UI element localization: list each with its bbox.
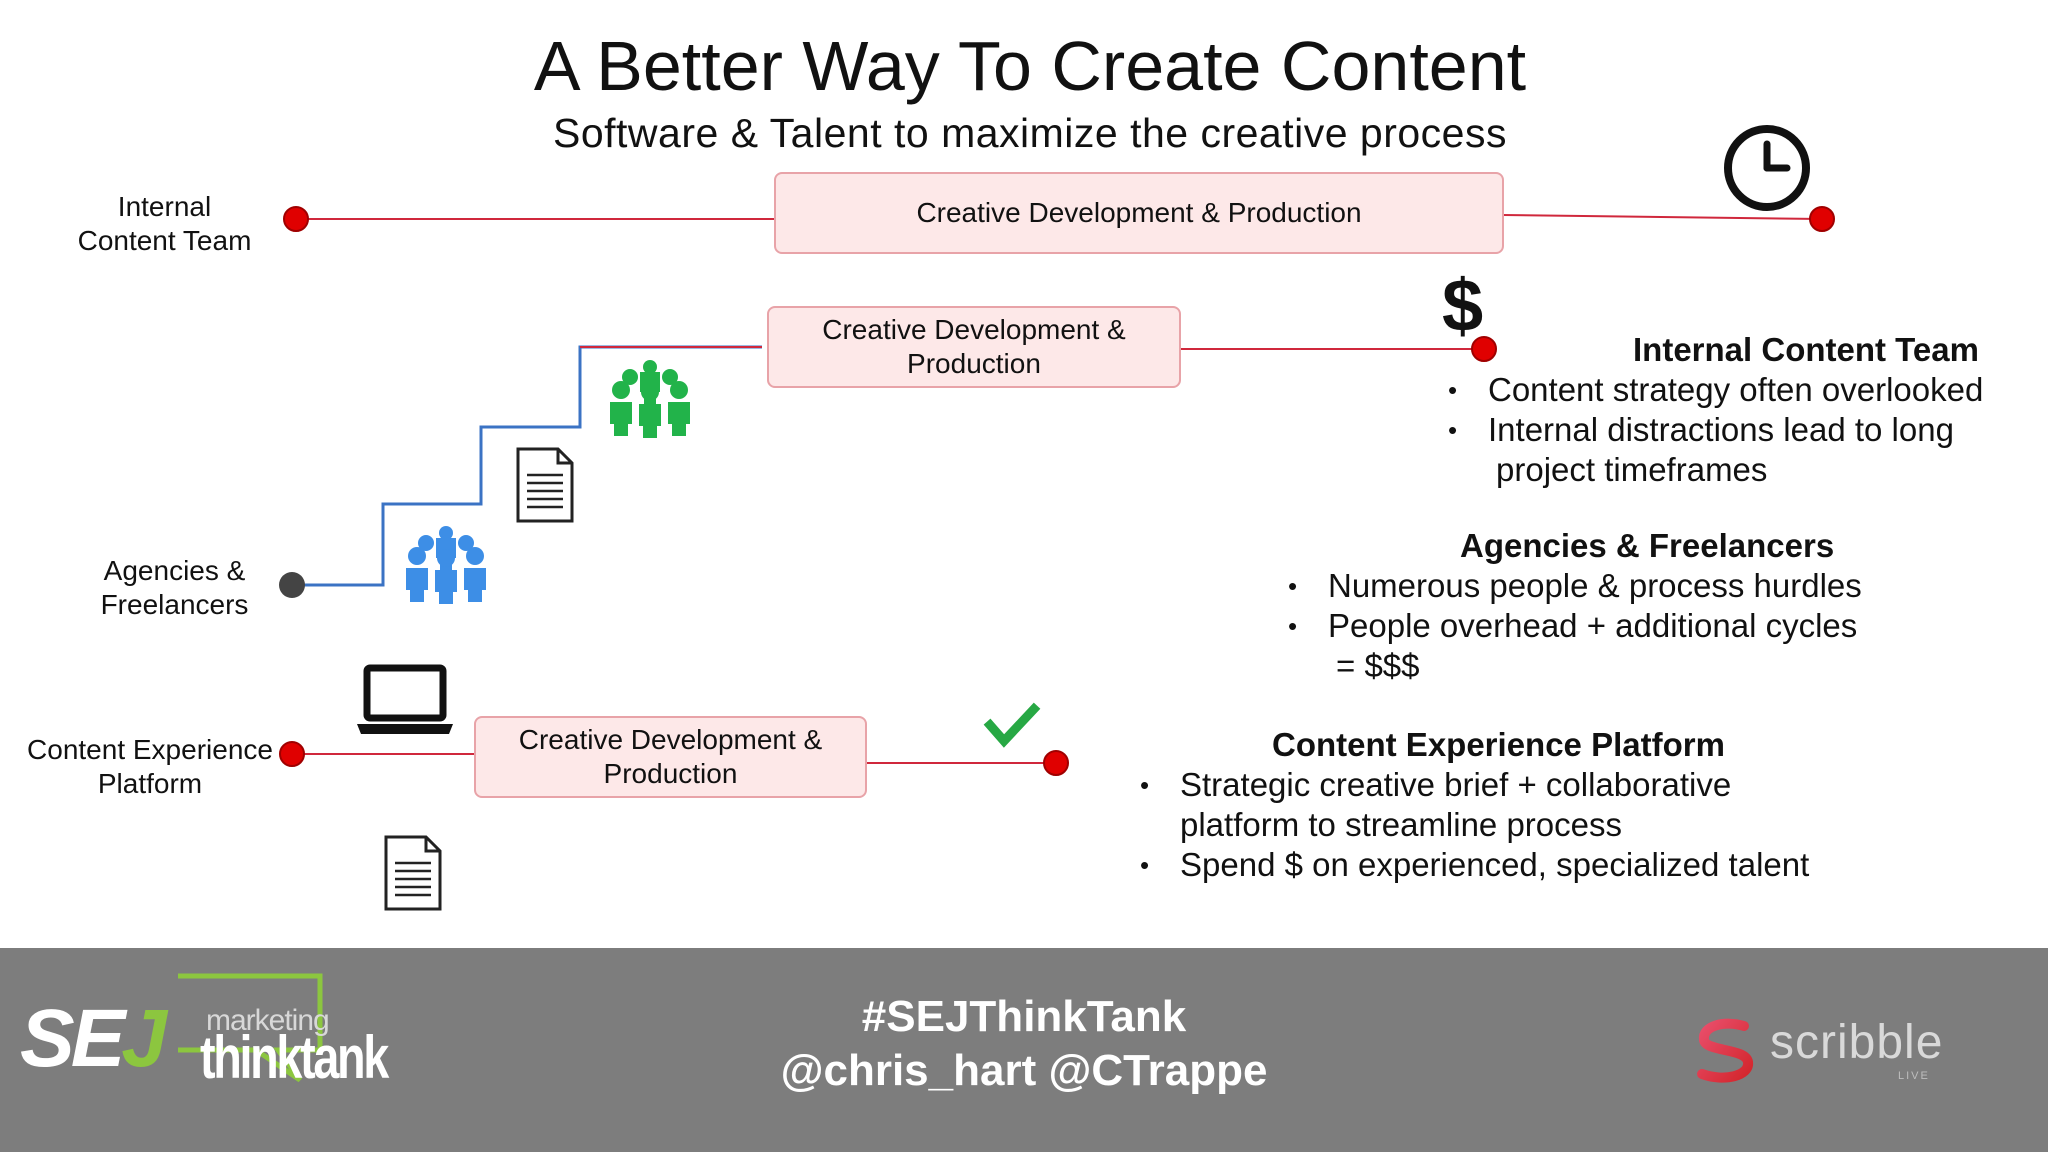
document-icon (516, 447, 574, 523)
scribble-wordmark: scribble (1770, 1016, 1944, 1069)
row-label-internal: Internal Content Team (77, 191, 252, 256)
panel-agencies: Agencies & Freelancers Numerous people &… (1288, 526, 1908, 686)
internal-end-dot (1809, 206, 1835, 232)
internal-start-dot (283, 206, 309, 232)
process-box-internal: Creative Development & Production (774, 172, 1504, 254)
footer-handles: @chris_hart @CTrappe (780, 1046, 1268, 1095)
panel-platform-bullet: Spend $ on experienced, specialized tale… (1140, 845, 1840, 885)
agencies-start-dot (279, 572, 305, 598)
process-box-agencies: Creative Development & Production (767, 306, 1181, 388)
row-label-agencies: Agencies & Freelancers (100, 555, 249, 620)
footer-hashtag: #SEJThinkTank (861, 992, 1187, 1041)
document-icon (384, 835, 442, 911)
laptop-icon (357, 664, 453, 734)
agencies-end-dot (1471, 336, 1497, 362)
thinktank-speech-bubble (178, 973, 323, 1083)
panel-platform: Content Experience Platform Strategic cr… (1140, 725, 1840, 885)
panel-agencies-bullet: People overhead + additional cycles = $$… (1288, 606, 1908, 686)
sej-logo: SEJ (20, 993, 167, 1084)
process-box-platform: Creative Development & Production (474, 716, 867, 798)
panel-internal: Internal Content Team Content strategy o… (1448, 330, 2008, 490)
panel-agencies-bullet: Numerous people & process hurdles (1288, 566, 1908, 606)
slide-subtitle: Software & Talent to maximize the creati… (553, 110, 1507, 156)
agencies-step-path (292, 345, 762, 587)
thinktank-marketing-text: marketing (206, 1004, 330, 1037)
panel-internal-bullet: Content strategy often overlooked (1448, 370, 2008, 410)
footer-bar: SEJ marketing thinktank #SEJThinkTank @c… (0, 948, 2048, 1152)
internal-timeline-right (1502, 214, 1823, 220)
panel-agencies-heading: Agencies & Freelancers (1460, 527, 1835, 564)
people-group-green-icon (610, 360, 690, 438)
thinktank-wordmark: thinktank (200, 1024, 389, 1091)
panel-platform-heading: Content Experience Platform (1272, 726, 1725, 763)
scribble-live-text: LIVE (1898, 1070, 1930, 1082)
scribble-s-icon (1697, 1018, 1753, 1083)
row-label-platform: Content Experience Platform (27, 734, 273, 799)
checkmark-icon (983, 702, 1041, 748)
panel-internal-heading: Internal Content Team (1633, 331, 1979, 368)
panel-platform-bullet: Strategic creative brief + collaborative… (1140, 765, 1840, 845)
platform-start-dot (279, 741, 305, 767)
people-group-blue-icon (406, 526, 486, 604)
slide-title: A Better Way To Create Content (533, 27, 1527, 105)
clock-icon (1724, 125, 1810, 211)
platform-end-dot (1043, 750, 1069, 776)
process-diagram: $ (279, 125, 1835, 911)
panel-internal-bullet: Internal distractions lead to long proje… (1448, 410, 2008, 490)
dollar-icon: $ (1442, 264, 1483, 347)
